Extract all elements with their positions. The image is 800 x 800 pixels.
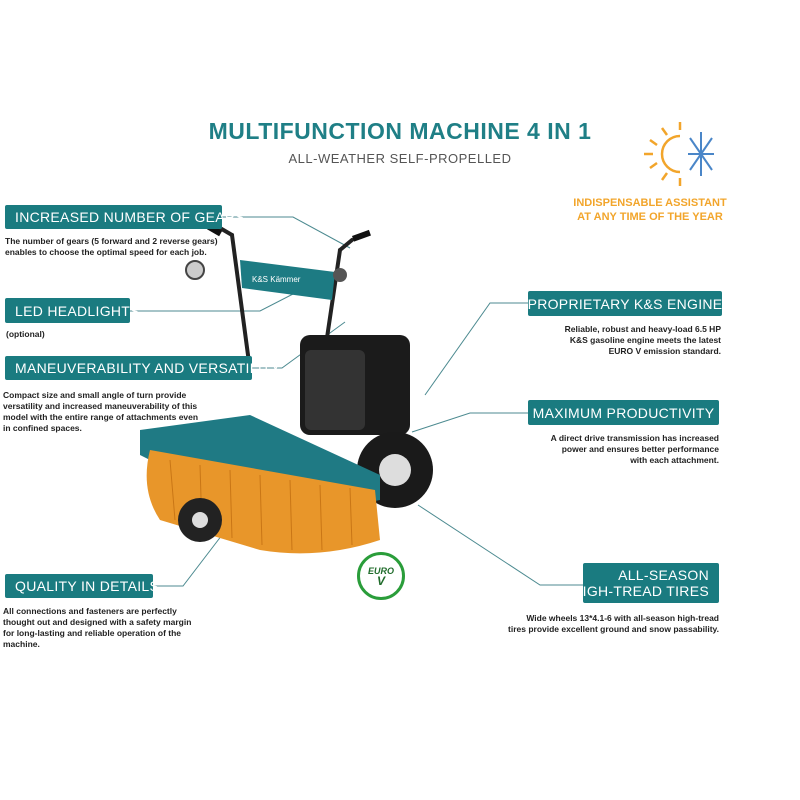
desc-line: Reliable, robust and heavy-load 6.5 HP (564, 324, 721, 334)
badge-line-1: INDISPENSABLE ASSISTANT (573, 197, 727, 209)
tires-label-line-2: HIGH-TREAD TIRES (572, 583, 709, 599)
desc-line: Wide wheels 13*4.1-6 with all-season hig… (526, 613, 719, 623)
maneuverability-label: MANEUVERABILITY AND VERSATILITY (5, 356, 280, 380)
quality-description: All connections and fasteners are perfec… (3, 606, 191, 650)
svg-text:K&S Kämmer: K&S Kämmer (252, 275, 301, 284)
desc-line: All connections and fasteners are perfec… (3, 606, 177, 616)
badge-line-2: AT ANY TIME OF THE YEAR (577, 211, 723, 223)
euro-text: EURO (367, 566, 394, 576)
gears-description: The number of gears (5 forward and 2 rev… (5, 236, 218, 258)
desc-line: machine. (3, 639, 40, 649)
desc-line: thought out and designed with a safety m… (3, 617, 192, 627)
desc-line: versatility and increased maneuverabilit… (3, 401, 198, 411)
engine-label: PROPRIETARY K&S ENGINE (528, 291, 722, 316)
maneuverability-description: Compact size and small angle of turn pro… (3, 390, 198, 434)
gears-label: INCREASED NUMBER OF GEARS (5, 205, 245, 229)
tires-description: Wide wheels 13*4.1-6 with all-season hig… (450, 613, 719, 635)
desc-line: with each attachment. (630, 455, 719, 465)
tires-label-line-1: ALL-SEASON (618, 567, 709, 583)
sun-snowflake-icon (644, 122, 714, 186)
desc-line: for long-lasting and reliable operation … (3, 628, 182, 638)
desc-line: power and ensures better performance (561, 444, 719, 454)
engine-description: Reliable, robust and heavy-load 6.5 HP K… (500, 324, 721, 357)
page-title: MULTIFUNCTION MACHINE 4 IN 1 (208, 118, 592, 144)
desc-line: Compact size and small angle of turn pro… (3, 390, 187, 400)
desc-line: in confined spaces. (3, 423, 82, 433)
desc-line: tires provide excellent ground and snow … (508, 624, 719, 634)
page-subtitle: ALL-WEATHER SELF-PROPELLED (288, 151, 512, 166)
euro-v-text: V (376, 574, 385, 588)
euro-v-logo: EURO V (357, 552, 405, 600)
productivity-description: A direct drive transmission has increase… (500, 433, 719, 466)
year-round-badge: INDISPENSABLE ASSISTANT AT ANY TIME OF T… (560, 196, 740, 224)
desc-line: The number of gears (5 forward and 2 rev… (5, 236, 218, 246)
desc-line: model with the entire range of attachmen… (3, 412, 199, 422)
desc-line: EURO V emission standard. (608, 346, 721, 356)
headlights-description: (optional) (6, 329, 45, 339)
desc-line: enables to choose the optimal speed for … (5, 247, 207, 257)
headlights-label: LED HEADLIGHTS (5, 298, 139, 323)
desc-line: K&S gasoline engine meets the latest (569, 335, 721, 345)
productivity-label: MAXIMUM PRODUCTIVITY (528, 400, 719, 425)
sweeper-machine-image: K&S Kämmer (140, 224, 433, 554)
desc-line: A direct drive transmission has increase… (550, 433, 719, 443)
quality-label: QUALITY IN DETAILS (5, 574, 159, 598)
tires-label: ALL-SEASON HIGH-TREAD TIRES (572, 563, 719, 603)
